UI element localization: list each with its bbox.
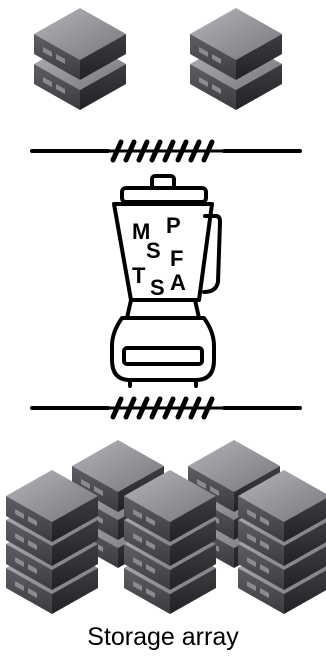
upper-connection-line (32, 142, 300, 160)
blender-icon (112, 176, 220, 386)
storage-stack-front-left (6, 470, 98, 614)
blender-letter: S (146, 238, 161, 263)
blender-letter: P (166, 213, 181, 238)
top-server-group (34, 8, 282, 110)
storage-stack-front-center (124, 470, 216, 614)
storage-array (6, 440, 326, 614)
blender-letter: F (170, 246, 183, 271)
blender-letter: A (170, 270, 186, 295)
storage-array-caption: Storage array (0, 622, 326, 652)
blender-letter: S (150, 275, 165, 300)
storage-stack-front-right (238, 470, 326, 614)
lower-connection-line (32, 399, 300, 417)
blender-letter: T (132, 263, 146, 288)
blender-contents: M P S F T S A (132, 213, 186, 300)
